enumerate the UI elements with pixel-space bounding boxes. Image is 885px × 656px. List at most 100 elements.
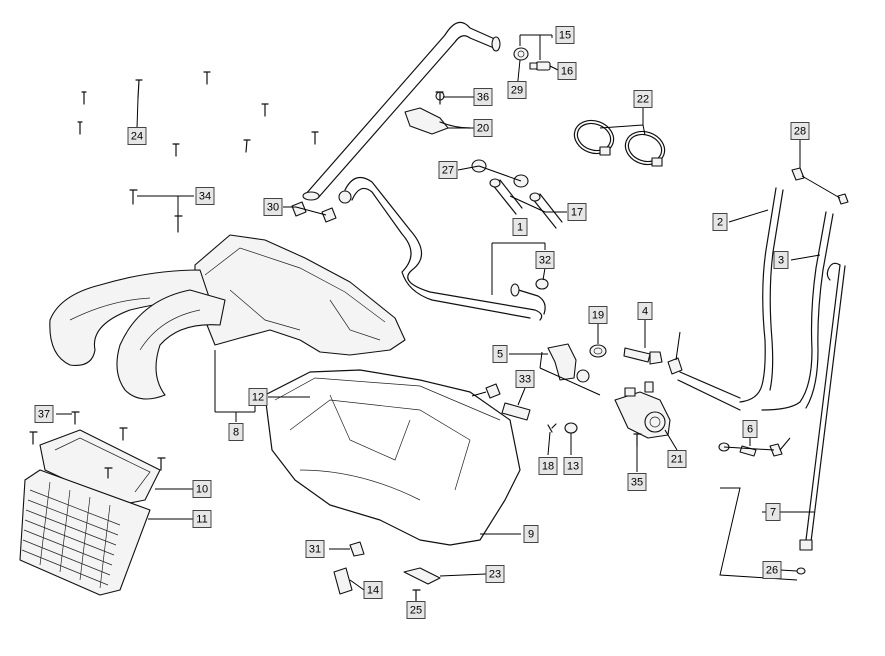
callout-tag-31: 31 bbox=[305, 540, 325, 558]
callout-number: 11 bbox=[196, 514, 207, 526]
callout-number: 20 bbox=[477, 123, 489, 135]
callout-box bbox=[228, 423, 244, 441]
callout-box bbox=[563, 457, 583, 475]
callout-number: 37 bbox=[38, 409, 50, 421]
callout-number: 18 bbox=[542, 461, 554, 473]
callout-box bbox=[523, 525, 539, 543]
callout-tag-32: 32 bbox=[535, 251, 555, 269]
long-breather-hose bbox=[302, 21, 501, 201]
clip-30 bbox=[291, 201, 337, 223]
callout-tag-19: 19 bbox=[588, 306, 608, 324]
callout-box bbox=[507, 81, 527, 99]
rigid-lines-2-3 bbox=[677, 187, 834, 411]
hose-clamp-29 bbox=[513, 47, 529, 61]
callout-number: 5 bbox=[497, 349, 503, 361]
callout-number: 27 bbox=[442, 165, 454, 177]
callout-tag-10: 10 bbox=[192, 480, 212, 498]
callout-tag-35: 35 bbox=[627, 473, 647, 491]
callout-box bbox=[248, 388, 268, 406]
callout-number: 36 bbox=[477, 92, 489, 104]
callout-box bbox=[512, 218, 528, 236]
screw-25 bbox=[412, 589, 421, 601]
callout-tag-1: 1 bbox=[512, 218, 528, 236]
callout-box bbox=[538, 457, 558, 475]
callout-box bbox=[263, 198, 283, 216]
hose-pieces-17 bbox=[489, 178, 563, 229]
callout-box bbox=[667, 450, 687, 468]
callout-number: 16 bbox=[561, 66, 573, 78]
callout-box bbox=[492, 345, 508, 363]
clip-28-center bbox=[485, 383, 501, 399]
callout-box bbox=[438, 161, 458, 179]
callout-tag-20: 20 bbox=[473, 119, 493, 137]
fitting-4 bbox=[623, 347, 663, 365]
bolt-35 bbox=[633, 433, 642, 447]
elbow-5 bbox=[547, 343, 590, 383]
clip-28-top bbox=[791, 167, 849, 205]
airbox-upper-housing bbox=[49, 234, 406, 400]
callout-number: 33 bbox=[519, 374, 531, 386]
callout-box bbox=[555, 26, 575, 44]
callout-number: 19 bbox=[592, 310, 604, 322]
callout-box bbox=[192, 480, 212, 498]
hose-assembly-1 bbox=[338, 176, 546, 321]
callout-tag-4: 4 bbox=[637, 302, 653, 320]
clamp-32 bbox=[535, 278, 549, 290]
callout-tag-3: 3 bbox=[773, 251, 789, 269]
callout-box bbox=[473, 88, 493, 106]
callout-tag-23: 23 bbox=[485, 565, 505, 583]
callout-number: 21 bbox=[671, 454, 683, 466]
callout-box bbox=[363, 581, 383, 599]
bolts-37 bbox=[29, 411, 166, 479]
valve-body-21 bbox=[614, 381, 671, 439]
callout-box bbox=[637, 302, 653, 320]
callout-number: 34 bbox=[199, 191, 211, 203]
callout-number: 35 bbox=[631, 477, 643, 489]
callout-number: 2 bbox=[717, 217, 723, 229]
callout-tag-14: 14 bbox=[363, 581, 383, 599]
callout-box bbox=[535, 251, 555, 269]
callout-number: 25 bbox=[410, 605, 422, 617]
callout-tag-26: 26 bbox=[762, 561, 782, 579]
callout-number: 31 bbox=[309, 544, 321, 556]
callout-box bbox=[633, 90, 653, 108]
callout-number: 10 bbox=[196, 484, 208, 496]
clip-28-right bbox=[667, 357, 683, 375]
callout-box bbox=[195, 187, 215, 205]
callout-box bbox=[406, 601, 426, 619]
callout-tag-16: 16 bbox=[557, 62, 577, 80]
callout-box bbox=[305, 540, 325, 558]
clip-31 bbox=[349, 541, 365, 557]
tube-33 bbox=[501, 402, 531, 421]
callout-number: 14 bbox=[367, 585, 379, 597]
callout-number: 9 bbox=[528, 529, 534, 541]
callout-number: 7 bbox=[770, 507, 776, 519]
callout-tag-24: 24 bbox=[127, 127, 147, 145]
callout-number: 12 bbox=[252, 392, 264, 404]
bolt-36 bbox=[435, 91, 444, 105]
callout-number: 1 bbox=[517, 222, 523, 234]
callout-box bbox=[557, 62, 577, 80]
callout-tag-17: 17 bbox=[567, 203, 587, 221]
callout-tag-30: 30 bbox=[263, 198, 283, 216]
callout-box bbox=[588, 306, 608, 324]
callout-tag-8: 8 bbox=[228, 423, 244, 441]
callout-box bbox=[742, 420, 758, 438]
hose-fitting-16 bbox=[529, 61, 551, 71]
callout-box bbox=[127, 127, 147, 145]
callout-number: 22 bbox=[637, 94, 649, 106]
clamp-19 bbox=[589, 344, 607, 358]
callout-box bbox=[712, 213, 728, 231]
callout-number: 24 bbox=[131, 131, 143, 143]
callout-tag-34: 34 bbox=[195, 187, 215, 205]
callout-number: 17 bbox=[571, 207, 583, 219]
callout-box bbox=[762, 561, 782, 579]
callout-number: 32 bbox=[539, 255, 551, 267]
callout-box bbox=[192, 510, 212, 528]
callout-box bbox=[773, 251, 789, 269]
callout-number: 3 bbox=[778, 255, 784, 267]
callout-tag-21: 21 bbox=[667, 450, 687, 468]
callout-tag-36: 36 bbox=[473, 88, 493, 106]
